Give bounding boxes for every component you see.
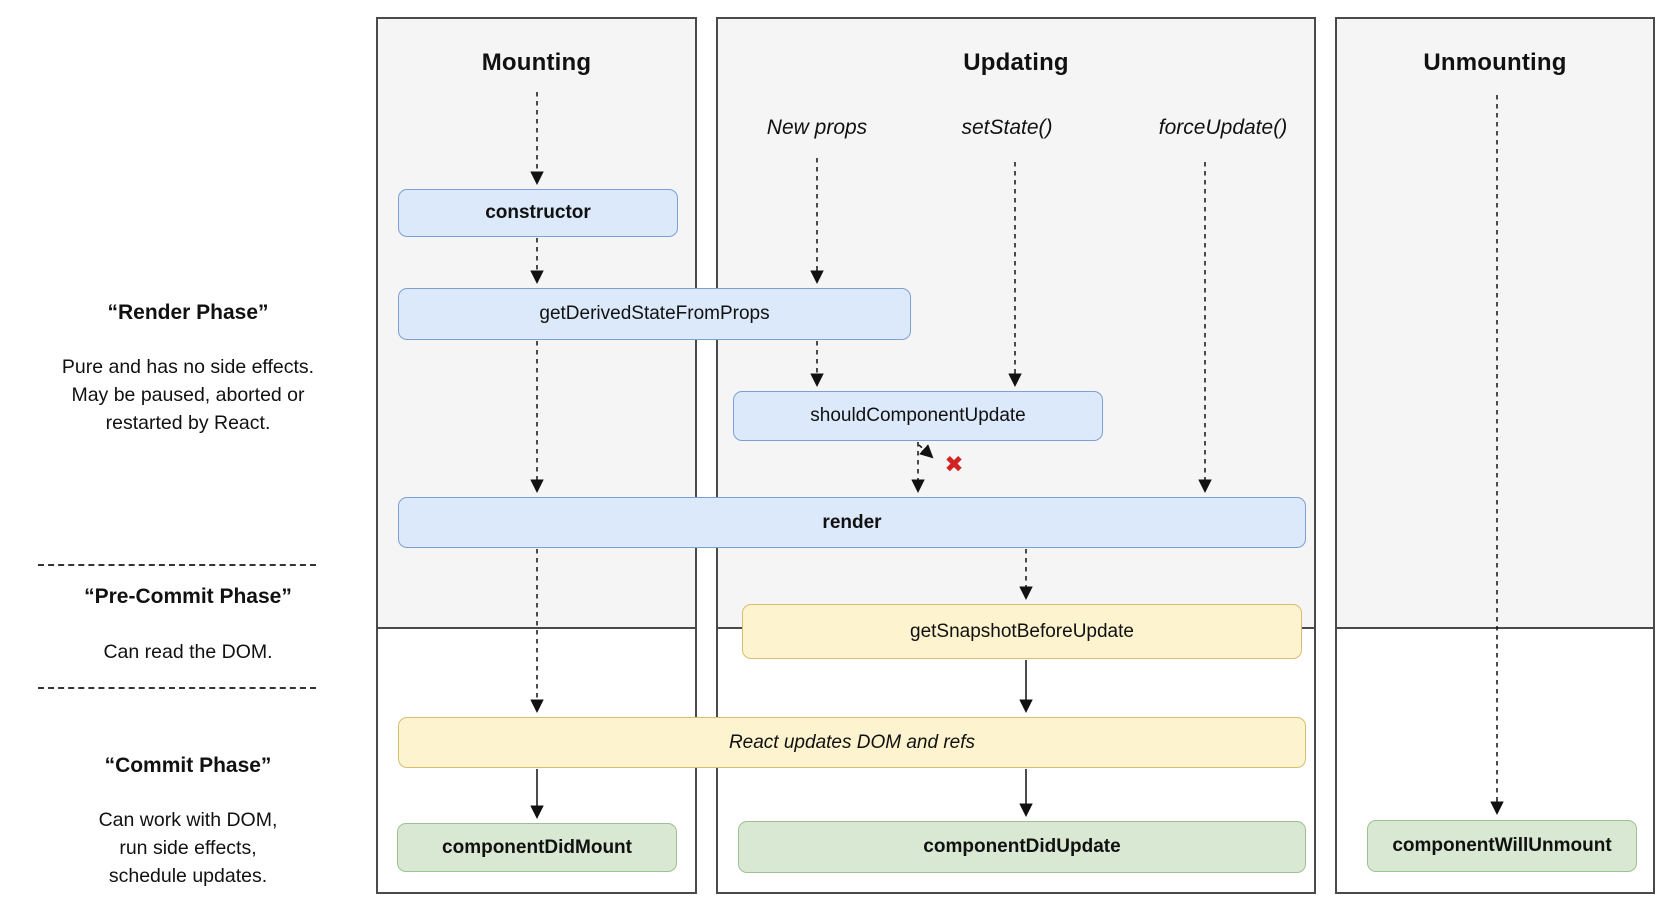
render-box: render [398,497,1306,548]
trigger-new-props: New props [766,116,868,139]
render-phase-description: Pure and has no side effects. May be pau… [61,356,315,434]
component-did-mount-box: componentDidMount [397,823,677,872]
trigger-force-update: forceUpdate() [1158,116,1288,139]
phase-sidebar: “Render Phase” Pure and has no side effe… [0,0,376,917]
constructor-box: constructor [398,189,678,237]
component-did-update-box: componentDidUpdate [738,821,1306,873]
column-unmounting: Unmounting [1335,17,1655,894]
unmounting-header: Unmounting [1423,49,1567,76]
get-derived-state-from-props-box: getDerivedStateFromProps [398,288,911,340]
abort-x-icon: ✖ [944,450,964,477]
commit-phase-title: “Commit Phase” [104,754,272,777]
updating-header: Updating [963,49,1069,76]
pre-commit-phase-description: Can read the DOM. [103,641,273,663]
mounting-header: Mounting [481,49,592,76]
phase-divider-bottom [38,687,316,689]
pre-commit-phase-title: “Pre-Commit Phase” [84,585,292,608]
component-will-unmount-box: componentWillUnmount [1367,820,1637,872]
trigger-set-state: setState() [961,116,1053,139]
get-snapshot-before-update-box: getSnapshotBeforeUpdate [742,604,1302,659]
render-phase-title: “Render Phase” [107,301,269,324]
commit-phase-description: Can work with DOM, run side effects, sch… [98,809,278,887]
phase-divider-top [38,564,316,566]
react-updates-dom-box: React updates DOM and refs [398,717,1306,768]
unmounting-render-phase-area [1337,19,1653,629]
should-component-update-box: shouldComponentUpdate [733,391,1103,441]
